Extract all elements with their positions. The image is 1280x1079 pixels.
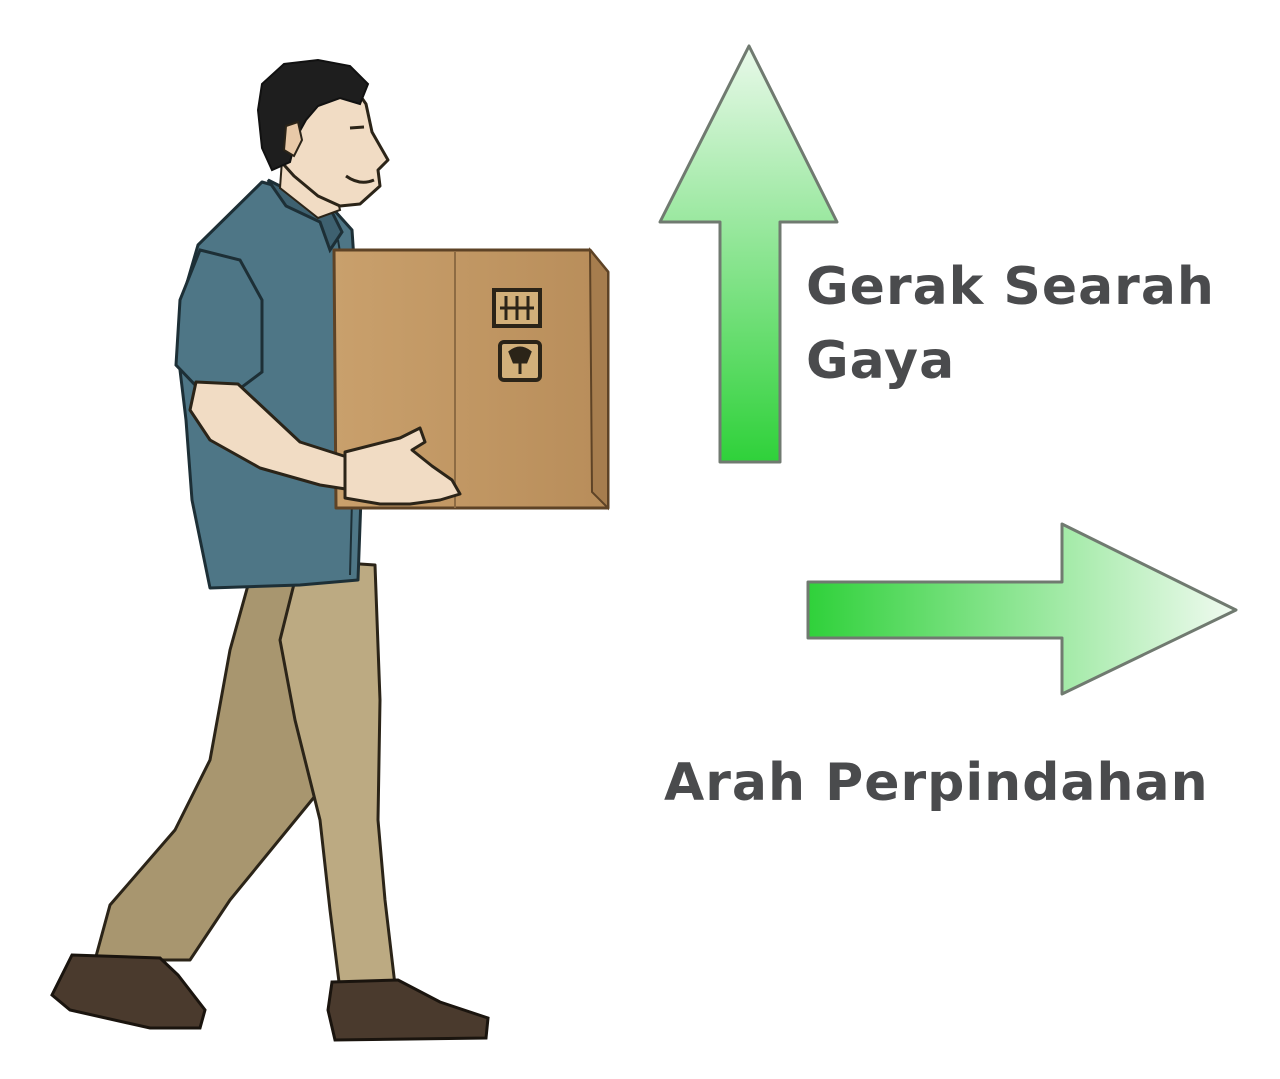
force-direction-label-line-1: Gerak Searah — [806, 257, 1215, 317]
fragile-glass-icon — [492, 288, 542, 328]
displacement-label: Arah Perpindahan — [664, 753, 1209, 813]
back-shoe — [50, 953, 207, 1030]
force-arrow — [658, 44, 839, 464]
force-direction-label-line-2: Gaya — [806, 331, 956, 391]
displacement-arrow — [806, 522, 1238, 696]
person-carrying-box — [50, 58, 610, 1042]
keep-dry-umbrella-icon — [498, 340, 542, 382]
front-shoe — [326, 978, 490, 1042]
